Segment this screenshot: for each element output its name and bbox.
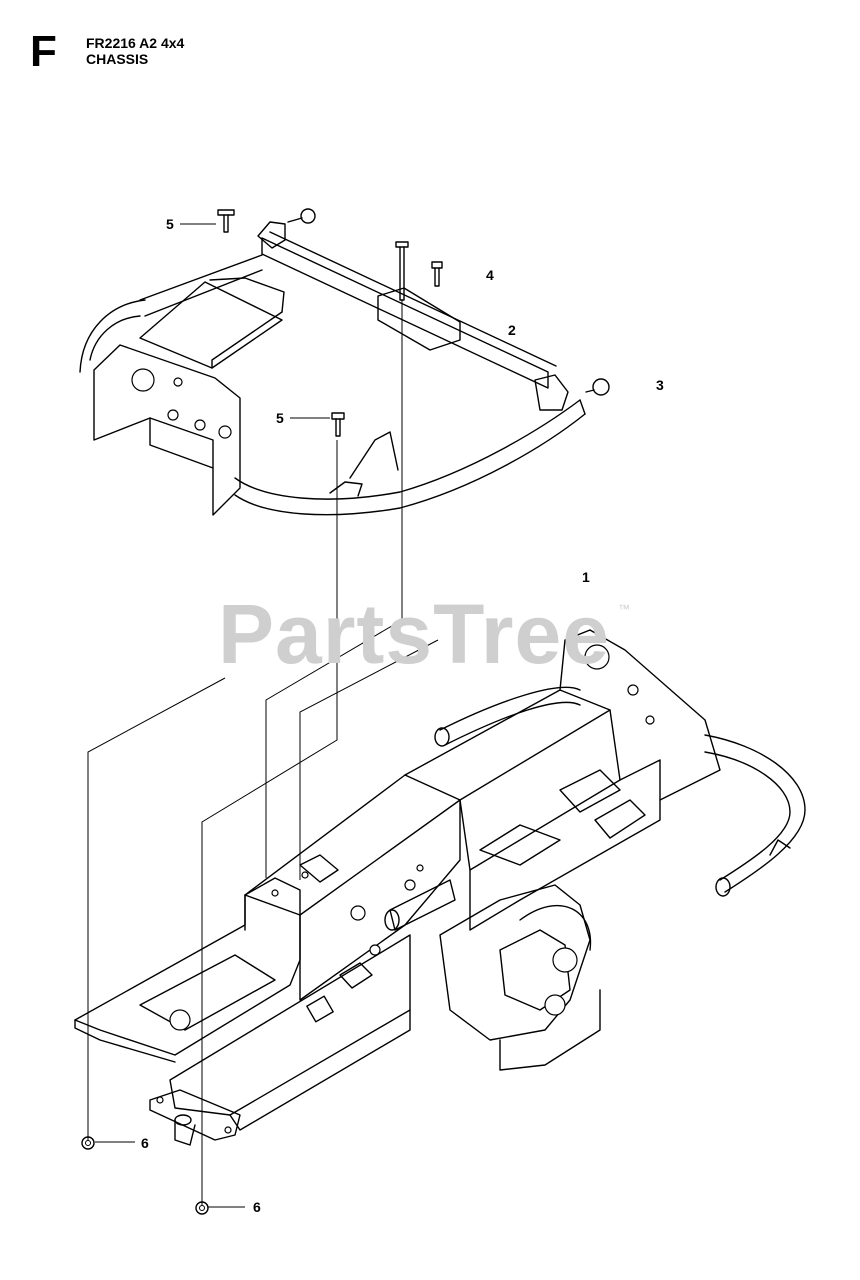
bolt-top-clamp[interactable]	[287, 208, 316, 224]
screw-4[interactable]	[431, 261, 443, 287]
callout-2[interactable]: 2	[508, 322, 516, 338]
leader-lines	[87, 223, 439, 1208]
chassis-frame[interactable]	[74, 629, 806, 1146]
section-name: CHASSIS	[86, 51, 149, 67]
callout-6-left[interactable]: 6	[141, 1135, 149, 1151]
bolt-3[interactable]	[585, 378, 610, 396]
callout-5-middle[interactable]: 5	[276, 410, 284, 426]
callout-5-upper[interactable]: 5	[166, 216, 174, 232]
bolt-5-upper[interactable]	[217, 209, 235, 233]
nut-6-bottom[interactable]	[195, 1201, 209, 1215]
callout-6-bottom[interactable]: 6	[253, 1199, 261, 1215]
watermark: PartsTree	[218, 587, 610, 681]
seat-frame-assembly[interactable]	[79, 221, 586, 516]
callout-1[interactable]: 1	[582, 569, 590, 585]
model-number: FR2216 A2 4x4	[86, 35, 185, 51]
watermark-trademark: ™	[618, 602, 630, 616]
bolt-5-middle[interactable]	[331, 412, 345, 437]
callout-4[interactable]: 4	[486, 267, 494, 283]
callout-3[interactable]: 3	[656, 377, 664, 393]
section-letter: F	[30, 27, 57, 76]
nut-6-left[interactable]	[81, 1136, 95, 1150]
